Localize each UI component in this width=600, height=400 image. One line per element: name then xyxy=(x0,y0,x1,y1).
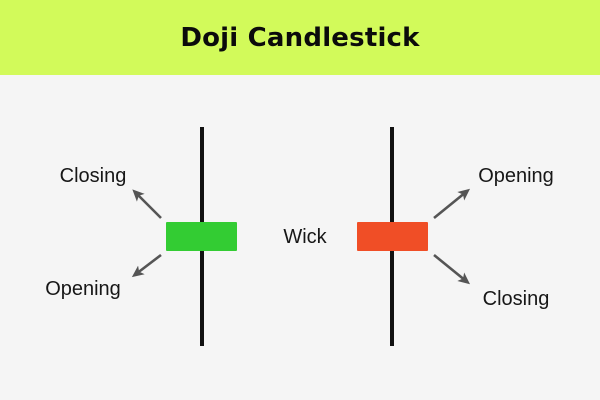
bearish-candle-body xyxy=(357,222,428,251)
label-wick: Wick xyxy=(283,226,327,248)
label-closing-left: Closing xyxy=(59,165,127,187)
header-banner: Doji Candlestick xyxy=(0,0,600,75)
bullish-candle-body xyxy=(166,222,237,251)
label-closing-right: Closing xyxy=(482,288,550,310)
label-opening-left: Opening xyxy=(45,278,121,300)
label-opening-right: Opening xyxy=(478,165,554,187)
page-title: Doji Candlestick xyxy=(180,22,420,53)
